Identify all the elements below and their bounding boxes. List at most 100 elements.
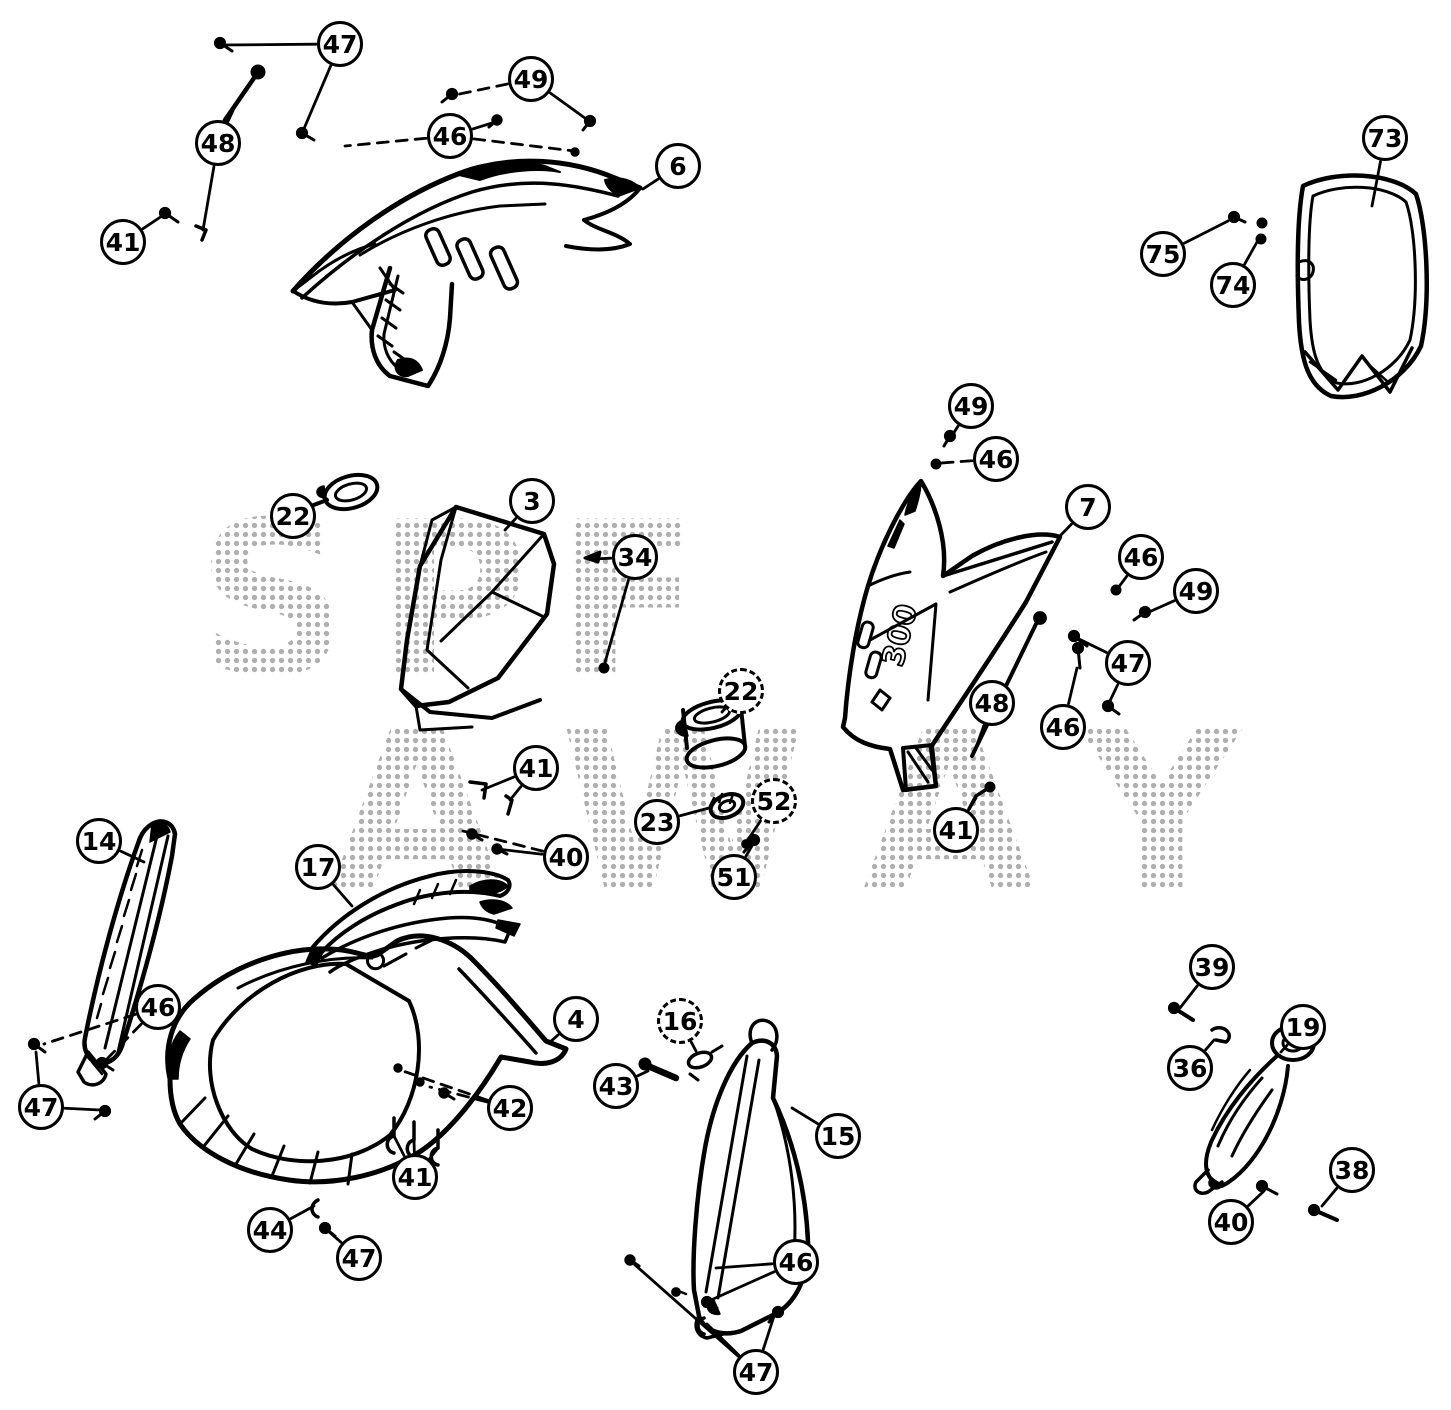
callout-label: 46 [432, 121, 468, 151]
callout-label: 40 [1213, 1207, 1249, 1237]
callout-44[interactable]: 44 [247, 1207, 293, 1253]
callout-19[interactable]: 19 [1280, 1004, 1326, 1050]
callout-14[interactable]: 14 [76, 818, 122, 864]
leader-line [332, 883, 354, 908]
callout-6[interactable]: 6 [655, 143, 701, 189]
leader-line [313, 497, 329, 507]
callout-47[interactable]: 47 [336, 1235, 382, 1281]
screw-icon [624, 1254, 641, 1268]
callout-47[interactable]: 47 [18, 1084, 64, 1130]
leader-line [972, 724, 986, 755]
callout-51[interactable]: 51 [711, 854, 757, 900]
callout-label: 34 [617, 542, 653, 572]
leader-line [967, 796, 978, 812]
clip-icon [385, 1116, 396, 1155]
callout-41[interactable]: 41 [100, 219, 146, 265]
callout-23[interactable]: 23 [634, 799, 680, 845]
leader-line [453, 82, 509, 97]
callout-label: 73 [1367, 123, 1403, 153]
callout-label: 41 [938, 815, 974, 845]
callout-label: 48 [974, 688, 1010, 718]
clip-icon [194, 224, 208, 242]
part-front-fender [165, 933, 569, 1186]
callout-41[interactable]: 41 [392, 1154, 438, 1200]
clip-icon [468, 780, 488, 800]
callout-49[interactable]: 49 [948, 383, 994, 429]
leader-line [1067, 666, 1079, 706]
callout-label: 44 [252, 1215, 288, 1245]
callout-48[interactable]: 48 [195, 120, 241, 166]
leader-line [119, 849, 146, 864]
callout-label: 49 [513, 64, 549, 94]
callout-label: 4 [567, 1004, 585, 1034]
screw-icon [93, 1104, 112, 1121]
screw-icon [27, 1037, 47, 1054]
callout-47[interactable]: 47 [1105, 640, 1151, 686]
leader-line [428, 1085, 489, 1104]
callout-73[interactable]: 73 [1362, 115, 1408, 161]
callout-label: 19 [1285, 1012, 1321, 1042]
leader-lines [34, 42, 1382, 1358]
screw-icon [440, 87, 459, 104]
leader-line [326, 1229, 343, 1244]
callout-74[interactable]: 74 [1210, 262, 1256, 308]
callout-label: 48 [200, 128, 236, 158]
leader-line [547, 1033, 560, 1045]
washer-icon [671, 1287, 681, 1297]
callout-49[interactable]: 49 [508, 56, 554, 102]
callout-label: 46 [1045, 712, 1081, 742]
callout-38[interactable]: 38 [1329, 1147, 1375, 1193]
callout-75[interactable]: 75 [1140, 231, 1186, 277]
callout-17[interactable]: 17 [295, 844, 341, 890]
leader-line [34, 1050, 41, 1085]
leader-line [745, 819, 762, 843]
callout-42[interactable]: 42 [487, 1085, 533, 1131]
callout-label: 41 [518, 753, 554, 783]
leader-line [790, 1106, 819, 1125]
callout-34[interactable]: 34 [612, 534, 658, 580]
leader-line [592, 556, 613, 561]
leader-line [503, 517, 518, 532]
leader-line [1204, 1038, 1216, 1052]
callout-48[interactable]: 48 [969, 680, 1015, 726]
callout-52[interactable]: 52 [751, 778, 797, 824]
callout-46[interactable]: 46 [1040, 704, 1086, 750]
callout-46[interactable]: 46 [973, 436, 1019, 482]
callout-47[interactable]: 47 [317, 21, 363, 67]
leader-line [939, 459, 974, 465]
callout-22[interactable]: 22 [718, 668, 764, 714]
callout-7[interactable]: 7 [1065, 484, 1111, 530]
part-grommet [708, 791, 746, 821]
leader-line [549, 91, 591, 123]
part-clamp-upper [309, 472, 380, 512]
callout-49[interactable]: 49 [1173, 568, 1219, 614]
leader-line [480, 775, 516, 792]
clip-icon [310, 1198, 320, 1219]
callout-40[interactable]: 40 [1208, 1199, 1254, 1245]
callout-4[interactable]: 4 [553, 996, 599, 1042]
callout-22[interactable]: 22 [270, 493, 316, 539]
callout-46[interactable]: 46 [427, 113, 473, 159]
callout-3[interactable]: 3 [509, 478, 555, 524]
leader-line [495, 847, 544, 856]
leader-line [1077, 637, 1108, 654]
leader-line [744, 842, 755, 858]
callout-40[interactable]: 40 [543, 834, 589, 880]
callout-36[interactable]: 36 [1167, 1045, 1213, 1091]
leader-line [602, 578, 630, 668]
callout-39[interactable]: 39 [1189, 944, 1235, 990]
callout-47[interactable]: 47 [733, 1349, 779, 1395]
callout-46[interactable]: 46 [135, 984, 181, 1030]
callout-15[interactable]: 15 [815, 1113, 861, 1159]
callout-16[interactable]: 16 [657, 998, 703, 1044]
callout-43[interactable]: 43 [593, 1063, 639, 1109]
callout-label: 46 [140, 992, 176, 1022]
leader-line [461, 829, 545, 853]
part-hose-guide-guard [1193, 1024, 1316, 1195]
callout-41[interactable]: 41 [933, 807, 979, 853]
callout-41[interactable]: 41 [513, 745, 559, 791]
shroud-graphic-text: 300 [876, 601, 925, 670]
callout-46[interactable]: 46 [1118, 534, 1164, 580]
callout-46[interactable]: 46 [773, 1239, 819, 1285]
screw-icon [95, 1056, 115, 1072]
